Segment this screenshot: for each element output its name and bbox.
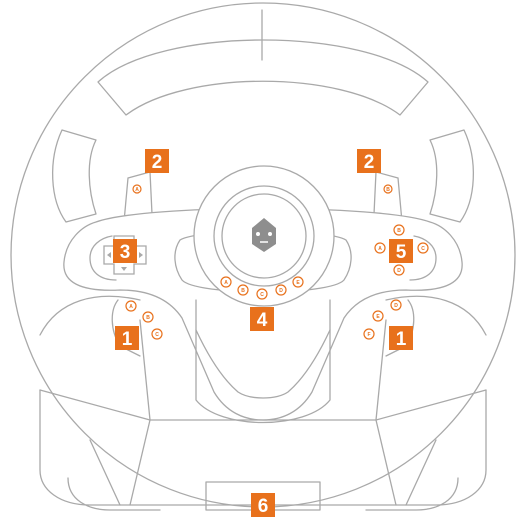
callout-5: 5 — [389, 239, 413, 263]
svg-text:3: 3 — [120, 242, 131, 263]
svg-text:B: B — [241, 288, 245, 294]
svg-text:4: 4 — [257, 310, 268, 331]
svg-text:1: 1 — [396, 329, 407, 350]
brand-logo-icon — [252, 218, 276, 252]
center-button-b[interactable]: B — [237, 284, 249, 296]
svg-text:A: A — [135, 187, 139, 193]
svg-text:A: A — [378, 246, 382, 252]
right-lower-button-e[interactable]: E — [372, 310, 384, 322]
svg-text:A: A — [129, 304, 133, 310]
callout-4: 4 — [250, 307, 274, 331]
face-button-left[interactable]: A — [374, 242, 386, 254]
center-button-a[interactable]: A — [220, 276, 232, 288]
svg-text:A: A — [224, 280, 228, 286]
svg-text:D: D — [394, 303, 398, 309]
svg-text:E: E — [376, 314, 380, 320]
svg-text:5: 5 — [396, 242, 407, 263]
svg-text:B: B — [397, 228, 401, 234]
callout-3: 3 — [113, 239, 137, 263]
callout-1-left: 1 — [115, 326, 139, 350]
right-lower-button-f[interactable]: F — [363, 328, 375, 340]
svg-text:C: C — [421, 246, 425, 252]
svg-text:C: C — [260, 292, 264, 298]
svg-text:F: F — [367, 332, 370, 338]
svg-text:B: B — [386, 187, 390, 193]
left-lower-button-a[interactable]: A — [125, 300, 137, 312]
callout-1-right: 1 — [389, 326, 413, 350]
face-button-right[interactable]: C — [417, 242, 429, 254]
button-group: A B A B C D E B — [125, 184, 429, 340]
center-button-e[interactable]: E — [292, 276, 304, 288]
svg-text:B: B — [146, 315, 150, 321]
callout-6: 6 — [251, 493, 275, 517]
svg-text:2: 2 — [152, 152, 163, 173]
svg-text:E: E — [296, 280, 300, 286]
center-button-c[interactable]: C — [256, 288, 268, 300]
left-lower-button-b[interactable]: B — [142, 311, 154, 323]
face-button-top[interactable]: B — [393, 224, 405, 236]
callout-2-left: 2 — [145, 149, 169, 173]
paddle-left-button[interactable]: A — [132, 184, 142, 194]
svg-text:D: D — [279, 288, 283, 294]
svg-text:D: D — [397, 268, 401, 274]
svg-text:2: 2 — [364, 152, 375, 173]
wheel-base — [39, 389, 487, 511]
paddle-right-button[interactable]: B — [383, 184, 393, 194]
callout-2-right: 2 — [357, 149, 381, 173]
right-lower-button-d[interactable]: D — [390, 299, 402, 311]
svg-text:1: 1 — [122, 329, 133, 350]
steering-column — [139, 299, 387, 424]
center-button-d[interactable]: D — [275, 284, 287, 296]
svg-text:6: 6 — [258, 496, 269, 517]
face-button-bottom[interactable]: D — [393, 264, 405, 276]
left-lower-button-c[interactable]: C — [151, 328, 163, 340]
svg-text:C: C — [155, 332, 159, 338]
